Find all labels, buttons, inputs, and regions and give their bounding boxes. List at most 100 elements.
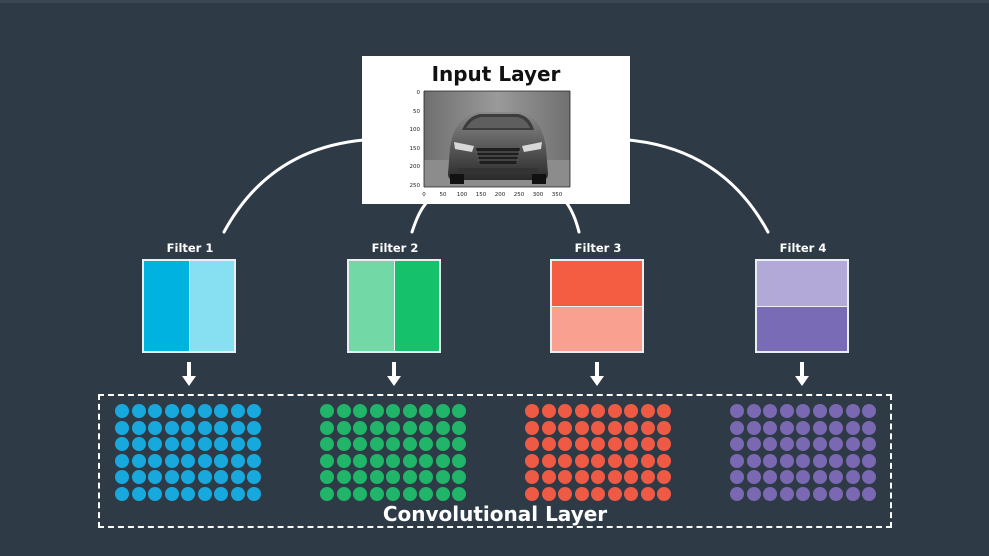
feature-dot	[779, 453, 794, 468]
y-tick: 50	[413, 109, 420, 115]
feature-dot	[452, 437, 466, 451]
feature-dot	[558, 404, 572, 418]
feature-dot	[591, 470, 605, 484]
feature-dot	[115, 420, 129, 435]
x-tick: 150	[476, 192, 487, 198]
filter-3-box	[550, 259, 644, 353]
feature-dot	[230, 404, 245, 418]
feature-dot	[164, 404, 179, 418]
feature-dot	[657, 404, 671, 418]
feature-dot	[796, 404, 810, 418]
feature-dot	[862, 470, 876, 484]
feature-dot	[607, 404, 622, 418]
feature-dot	[369, 420, 384, 435]
feature-dot	[862, 486, 876, 501]
feature-dot	[369, 437, 384, 451]
feature-dot	[624, 486, 638, 501]
feature-dot	[746, 437, 761, 451]
feature-dot	[435, 486, 450, 501]
feature-dot	[452, 470, 466, 484]
feature-dot	[131, 486, 146, 501]
feature-dot	[164, 453, 179, 468]
filter-2-box	[347, 259, 441, 353]
feature-dot	[591, 404, 605, 418]
feature-dot	[148, 453, 162, 468]
feature-dot	[197, 486, 212, 501]
feature-dot	[862, 420, 876, 435]
feature-dot	[402, 486, 417, 501]
feature-dot	[386, 420, 400, 435]
feature-dot	[796, 486, 810, 501]
y-tick: 150	[410, 146, 421, 152]
feature-dot	[148, 420, 162, 435]
feature-dot	[353, 453, 367, 468]
feature-dot	[746, 470, 761, 484]
arc-filter-2	[410, 200, 429, 234]
feature-dot	[624, 404, 638, 418]
feature-dot	[402, 453, 417, 468]
feature-dot	[131, 437, 146, 451]
feature-dot	[386, 437, 400, 451]
convolutional-layer-box	[98, 394, 892, 528]
feature-dot	[558, 486, 572, 501]
feature-dot	[796, 437, 810, 451]
filter-4-bottom-half	[757, 306, 847, 351]
feature-dot	[115, 437, 129, 451]
feature-dot	[320, 486, 334, 501]
feature-dot	[763, 486, 777, 501]
feature-dot	[369, 470, 384, 484]
feature-dot	[796, 420, 810, 435]
feature-dot	[525, 486, 539, 501]
feature-dot	[336, 404, 351, 418]
feature-dot	[181, 470, 195, 484]
down-arrow-icon	[387, 362, 401, 388]
feature-dot	[320, 470, 334, 484]
feature-dot	[779, 486, 794, 501]
down-arrow-icon	[182, 362, 196, 388]
feature-dot	[197, 404, 212, 418]
feature-dot	[829, 453, 843, 468]
feature-dot	[746, 404, 761, 418]
feature-dot	[779, 404, 794, 418]
feature-dot	[657, 470, 671, 484]
feature-dot	[812, 453, 827, 468]
feature-dot	[525, 470, 539, 484]
feature-dot	[197, 470, 212, 484]
feature-dot	[452, 404, 466, 418]
feature-dot	[435, 470, 450, 484]
feature-dot	[115, 486, 129, 501]
feature-dot	[591, 486, 605, 501]
feature-dot	[730, 437, 744, 451]
feature-dot	[386, 404, 400, 418]
feature-dot	[247, 437, 261, 451]
feature-dot	[214, 486, 228, 501]
filter-1-left-half	[144, 261, 189, 351]
feature-dot	[746, 420, 761, 435]
feature-dot	[746, 486, 761, 501]
filter-4-box	[755, 259, 849, 353]
filter-2-right-half	[394, 261, 439, 351]
feature-dot	[181, 453, 195, 468]
feature-dot	[247, 404, 261, 418]
feature-dot	[541, 453, 556, 468]
feature-dot	[230, 470, 245, 484]
feature-dot	[402, 437, 417, 451]
filter-3-label: Filter 3	[574, 241, 622, 255]
feature-dot	[845, 470, 860, 484]
feature-dot	[369, 486, 384, 501]
feature-dot	[452, 453, 466, 468]
feature-dot	[419, 453, 433, 468]
feature-dot	[131, 420, 146, 435]
feature-dot	[115, 404, 129, 418]
feature-dot	[779, 470, 794, 484]
feature-dot	[435, 420, 450, 435]
x-tick: 350	[552, 192, 563, 198]
filter-4-label: Filter 4	[779, 241, 827, 255]
feature-dot	[640, 486, 655, 501]
feature-dot	[336, 470, 351, 484]
feature-dot	[131, 404, 146, 418]
feature-dot	[730, 420, 744, 435]
feature-dot	[214, 453, 228, 468]
feature-dot	[181, 486, 195, 501]
feature-dot	[115, 453, 129, 468]
